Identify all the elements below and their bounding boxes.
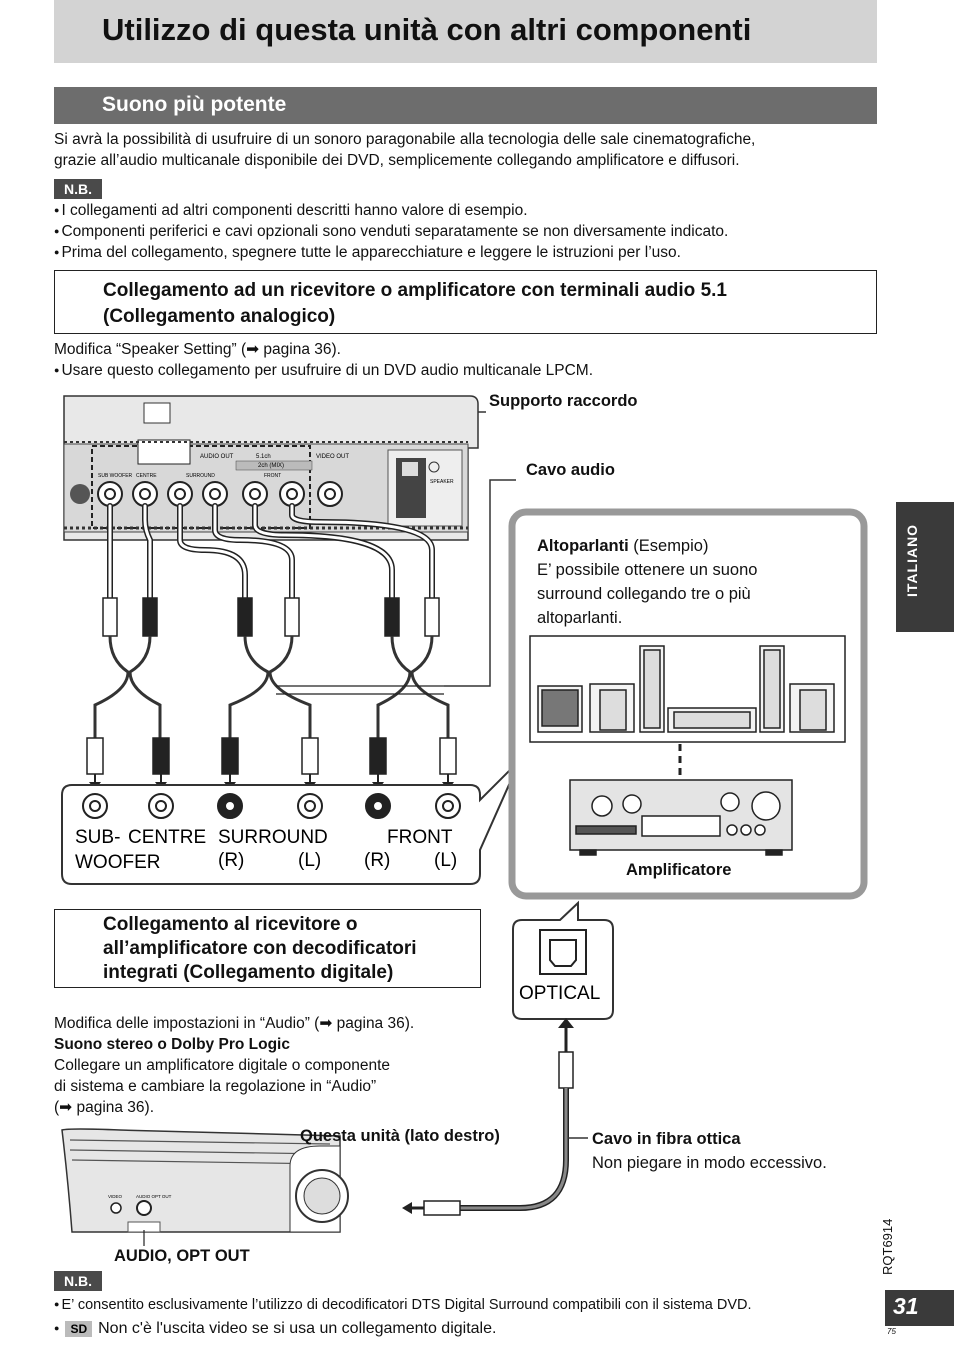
speakers-caption: Altoparlanti (Esempio) E’ possibile otte…	[537, 534, 757, 630]
analog-heading-line-2: (Collegamento analogico)	[103, 306, 336, 327]
panel-sub: SUB WOOFER	[98, 473, 133, 479]
panel-centre: CENTRE	[136, 473, 157, 479]
page-number: 31	[893, 1293, 919, 1319]
analog-text-1: Modifica “Speaker Setting” (➡ pagina 36)…	[54, 341, 341, 358]
channel-woofer-label: WOOFER	[75, 852, 161, 873]
channel-sub-label: SUB-	[75, 827, 120, 848]
nb-badge: N.B.	[54, 179, 102, 199]
unit-jacks	[97, 481, 343, 507]
unit-side-label: Questa unità (lato destro)	[300, 1127, 500, 1145]
cable-splits	[93, 635, 450, 738]
speakers-caption-line-1: E’ possibile ottenere un suono	[537, 561, 758, 579]
language-tab-label: ITALIANO	[904, 523, 920, 597]
digital-text-5: (➡ pagina 36).	[54, 1099, 155, 1116]
channel-centre-label: CENTRE	[128, 827, 206, 848]
panel-audio-out: AUDIO OUT	[200, 454, 234, 460]
digital-text-3: Collegare un amplificatore digitale o co…	[54, 1057, 391, 1074]
section-title: Suono più potente	[102, 93, 287, 116]
side-audio-label: AUDIO OPT OUT	[136, 1194, 172, 1199]
note-item: I collegamenti ad altri componenti descr…	[54, 200, 527, 223]
title-bar: Utilizzo di questa unità con altri compo…	[54, 0, 877, 63]
sd-badge: SD	[65, 1321, 93, 1337]
speaker-set	[537, 645, 835, 733]
channel-surround-label: SURROUND	[218, 827, 328, 848]
note-item: Prima del collegamento, spegnere tutte l…	[54, 242, 681, 265]
intro-line-2: grazie all’audio multicanale disponibile…	[54, 152, 740, 169]
receiver-inputs-balloon	[61, 759, 521, 885]
port-label: AUDIO, OPT OUT	[114, 1247, 250, 1265]
speakers-caption-line-3: altoparlanti.	[537, 609, 623, 627]
speakers-caption-title: Altoparlanti	[537, 537, 629, 555]
section-bar: Suono più potente	[54, 87, 877, 124]
unit-back-panel	[63, 395, 479, 541]
speakers-caption-line-2: surround collegando tre o più	[537, 585, 751, 603]
analog-text-2: Usare questo collegamento per usufruire …	[54, 360, 593, 383]
fiber-cable-label: Cavo in fibra ottica	[592, 1130, 741, 1148]
audio-cables	[107, 503, 435, 601]
digital-heading-box: Collegamento al ricevitore o all’amplifi…	[54, 909, 481, 988]
model-code: RQT6914	[880, 1218, 895, 1275]
digital-heading-line-3: integrati (Collegamento digitale)	[103, 962, 394, 983]
panel-surround: SURROUND	[186, 473, 215, 479]
panel-front: FRONT	[264, 473, 281, 479]
cavo-audio-label: Cavo audio	[526, 461, 615, 479]
amplifier-unit	[569, 779, 793, 856]
nb-badge-footer: N.B.	[54, 1271, 102, 1291]
page-title: Utilizzo di questa unità con altri compo…	[102, 12, 752, 47]
amplificatore-label: Amplificatore	[626, 861, 732, 879]
panel-51ch: 5.1ch	[256, 454, 271, 460]
channel-l1-label: (L)	[298, 850, 321, 871]
upper-plugs	[102, 597, 440, 637]
footer-note-1: E’ consentito esclusivamente l’utilizzo …	[54, 1297, 751, 1313]
channel-r2-label: (R)	[364, 850, 390, 871]
side-video-label: VIDEO	[108, 1194, 123, 1199]
intro-line-1: Si avrà la possibilità di usufruire di u…	[54, 131, 756, 148]
panel-video-out: VIDEO OUT	[316, 454, 349, 460]
digital-heading-line-2: all’amplificatore con decodificatori	[103, 938, 417, 959]
panel-speaker: SPEAKER	[430, 479, 454, 485]
channel-front-label: FRONT	[387, 827, 453, 848]
digital-text-4: di sistema e cambiare la regolazione in …	[54, 1078, 377, 1095]
digital-text-1: Modifica delle impostazioni in “Audio” (…	[54, 1015, 415, 1032]
lower-plugs	[86, 737, 457, 775]
speakers-caption-example: (Esempio)	[633, 537, 709, 555]
optical-label: OPTICAL	[519, 983, 600, 1004]
note-item: Componenti periferici e cavi opzionali s…	[54, 221, 728, 244]
supporto-label: Supporto raccordo	[489, 392, 638, 410]
small-page-number: 75	[887, 1327, 896, 1336]
analog-heading-box: Collegamento ad un ricevitore o amplific…	[54, 270, 877, 334]
digital-text-bold: Suono stereo o Dolby Pro Logic	[54, 1036, 290, 1053]
panel-2ch: 2ch (MIX)	[258, 463, 284, 469]
unit-side-view	[61, 1128, 349, 1246]
receiver-input-jacks	[82, 793, 461, 819]
footer-note-2: SD Non c'è l'uscita video se si usa un co…	[54, 1320, 496, 1338]
footer-note-2-text: Non c'è l'uscita video se si usa un coll…	[98, 1320, 497, 1337]
channel-l2-label: (L)	[434, 850, 457, 871]
analog-heading-line-1: Collegamento ad un ricevitore o amplific…	[103, 280, 727, 301]
fiber-cable	[402, 1018, 574, 1216]
digital-heading-line-1: Collegamento al ricevitore o	[103, 914, 358, 935]
channel-r1-label: (R)	[218, 850, 244, 871]
fiber-cable-note: Non piegare in modo eccessivo.	[592, 1154, 827, 1172]
page-number-box: 31	[885, 1290, 954, 1326]
language-tab: ITALIANO	[896, 502, 954, 632]
